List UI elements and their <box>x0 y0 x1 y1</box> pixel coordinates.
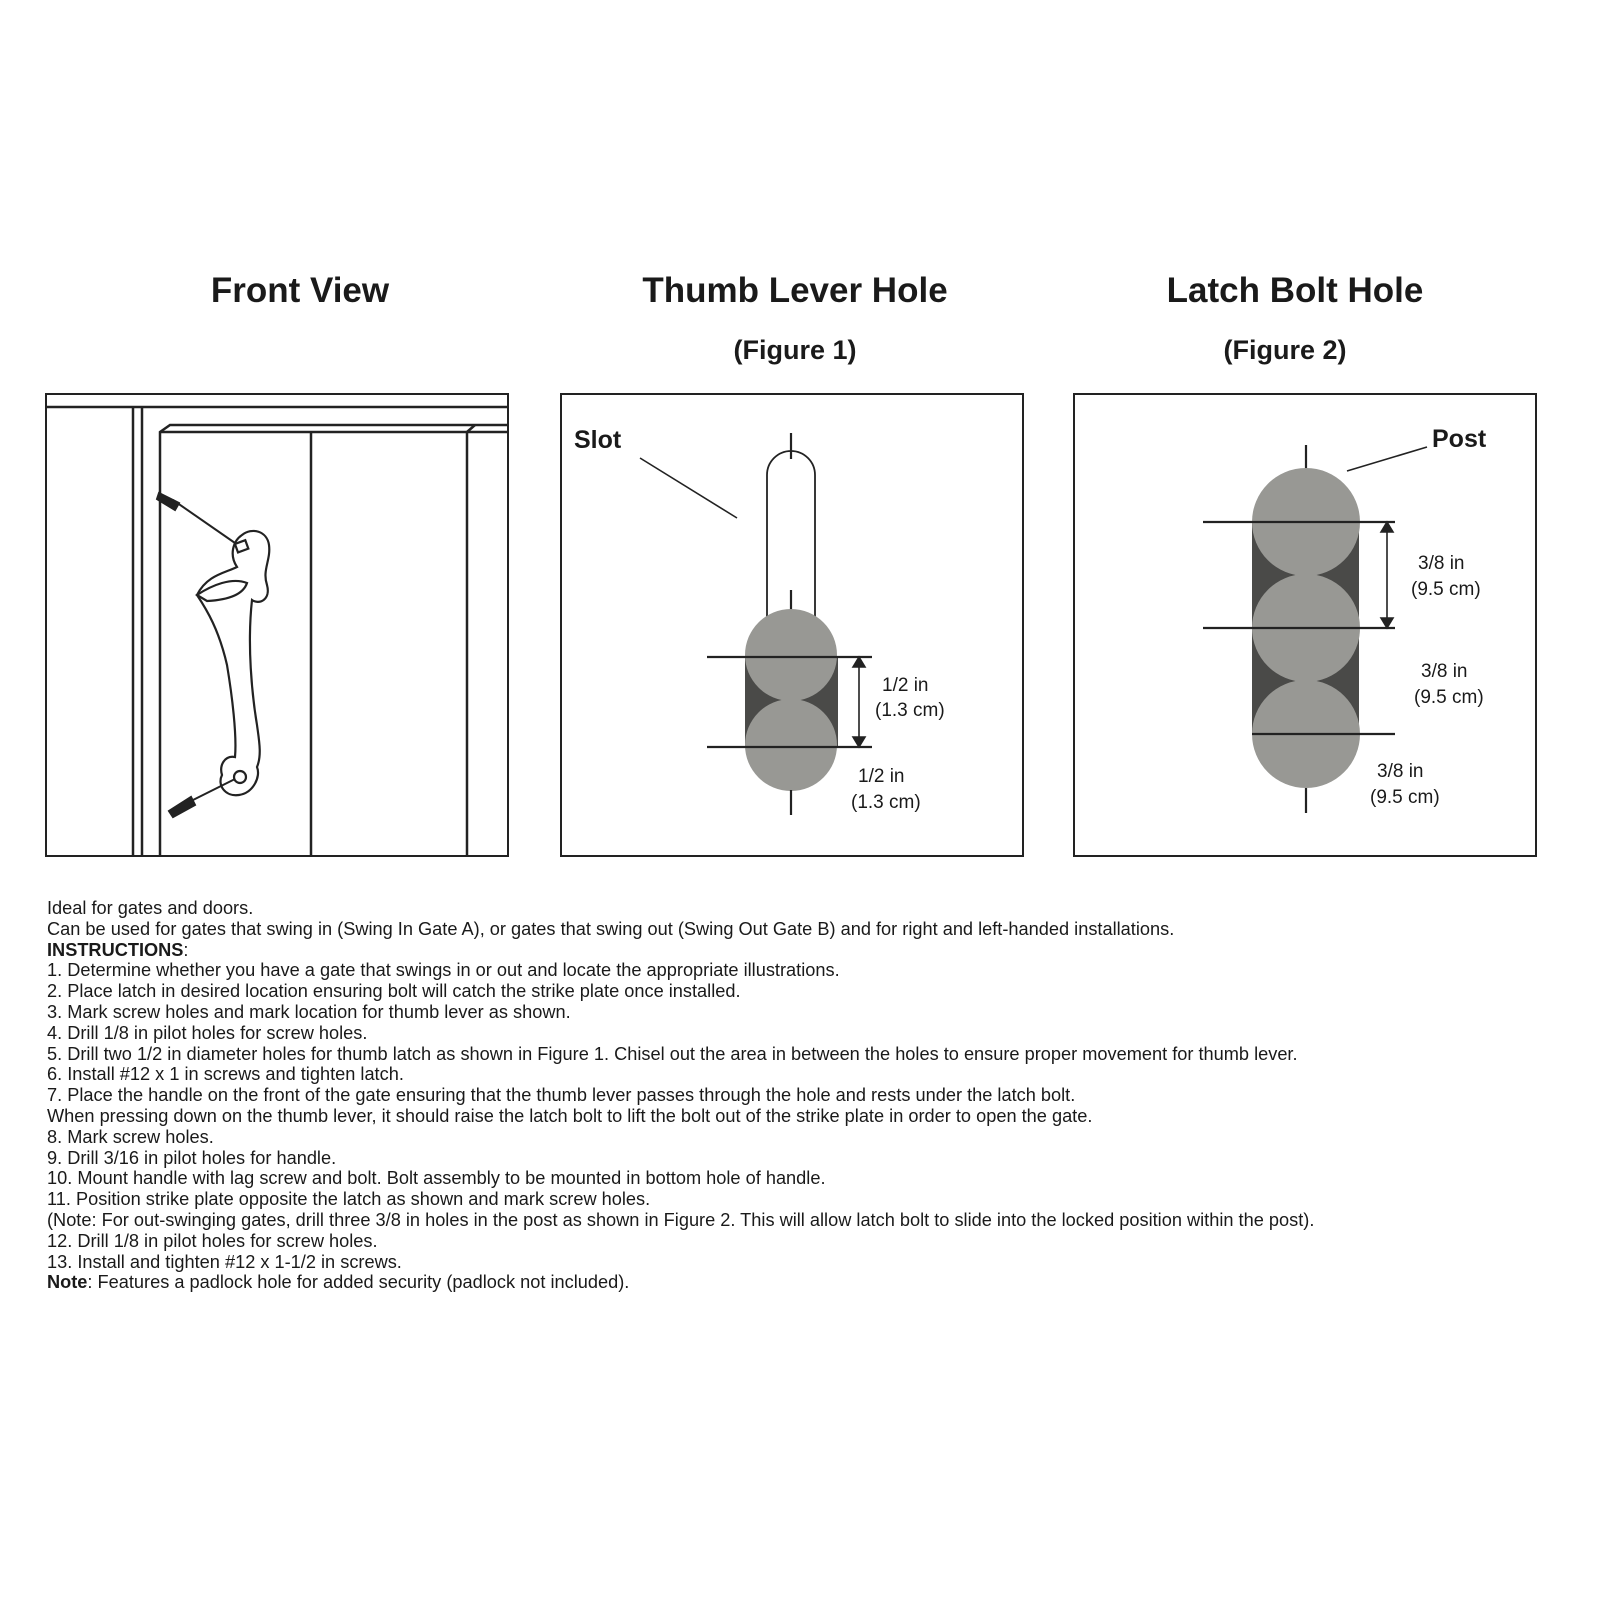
lag-screw-icon <box>167 778 236 819</box>
instructions-heading-label: INSTRUCTIONS <box>47 939 184 960</box>
step-line: 9. Drill 3/16 in pilot holes for handle. <box>47 1147 337 1168</box>
dim-2-line1: 3/8 in <box>1421 661 1467 682</box>
front-view-title: Front View <box>210 271 390 310</box>
intro-line-1: Ideal for gates and doors. <box>47 898 254 918</box>
note-line: Note: Features a padlock hole for added … <box>47 1272 1577 1293</box>
step-line: 7. Place the handle on the front of the … <box>47 1085 1076 1106</box>
instructions-heading-colon: : <box>183 939 189 960</box>
note-text: : Features a padlock hole for added secu… <box>87 1272 630 1293</box>
figure2-title: Latch Bolt Hole <box>1166 271 1424 310</box>
step-line: 2. Place latch in desired location ensur… <box>47 981 741 1002</box>
gate-panel-edge <box>158 423 507 857</box>
slot-callout: Slot <box>574 426 622 454</box>
handle-icon <box>194 529 271 797</box>
lower-hole <box>745 699 837 791</box>
step-line: 10. Mount handle with lag screw and bolt… <box>47 1168 826 1189</box>
dim-3-line2: (9.5 cm) <box>1370 787 1440 808</box>
step-line: 12. Drill 1/8 in pilot holes for screw h… <box>47 1230 378 1251</box>
figure2-caption: (Figure 2) <box>1223 335 1347 365</box>
dim-1-line2: (9.5 cm) <box>1411 579 1481 600</box>
figure1-thumb-lever-hole: Slot 1/2 in (1.3 cm) 1/2 in (1.3 cm) <box>560 393 1024 857</box>
dimension-arrow <box>851 655 867 749</box>
dim-bottom-line2: (1.3 cm) <box>851 792 921 813</box>
figure2-latch-bolt-hole: Post 3/8 in (9.5 cm) 3/8 in (9.5 cm) 3/8… <box>1073 393 1537 857</box>
figure1-caption: (Figure 1) <box>733 335 857 365</box>
intro-line-2: Can be used for gates that swing in (Swi… <box>47 918 1175 939</box>
step-line: 11. Position strike plate opposite the l… <box>47 1189 651 1210</box>
step-line: 6. Install #12 x 1 in screws and tighten… <box>47 1064 404 1085</box>
dim-2-line2: (9.5 cm) <box>1414 687 1484 708</box>
dim-top-line2: (1.3 cm) <box>875 700 945 721</box>
step-line: When pressing down on the thumb lever, i… <box>47 1105 1093 1126</box>
upper-hole <box>745 609 837 701</box>
front-view-illustration <box>45 393 509 857</box>
dim-3-line1: 3/8 in <box>1377 761 1423 782</box>
post-callout: Post <box>1432 425 1487 453</box>
dimension-arrow <box>1379 520 1395 630</box>
instructions-text: Ideal for gates and doors. Can be used f… <box>47 898 1577 1293</box>
step-line: 4. Drill 1/8 in pilot holes for screw ho… <box>47 1022 368 1043</box>
dim-bottom-line1: 1/2 in <box>858 766 904 787</box>
dim-top-line1: 1/2 in <box>882 675 928 696</box>
step-line: 13. Install and tighten #12 x 1-1/2 in s… <box>47 1251 402 1272</box>
step-line: (Note: For out-swinging gates, drill thr… <box>47 1209 1315 1230</box>
step-line: 5. Drill two 1/2 in diameter holes for t… <box>47 1043 1298 1064</box>
instructions-heading: INSTRUCTIONS: <box>47 940 1577 961</box>
step-line: 1. Determine whether you have a gate tha… <box>47 960 840 981</box>
step-line: 8. Mark screw holes. <box>47 1126 214 1147</box>
step-line: 3. Mark screw holes and mark location fo… <box>47 1001 571 1022</box>
figure1-title: Thumb Lever Hole <box>642 271 948 310</box>
dim-1-line1: 3/8 in <box>1418 553 1464 574</box>
screw-icon <box>155 491 236 544</box>
note-label: Note <box>47 1272 88 1293</box>
